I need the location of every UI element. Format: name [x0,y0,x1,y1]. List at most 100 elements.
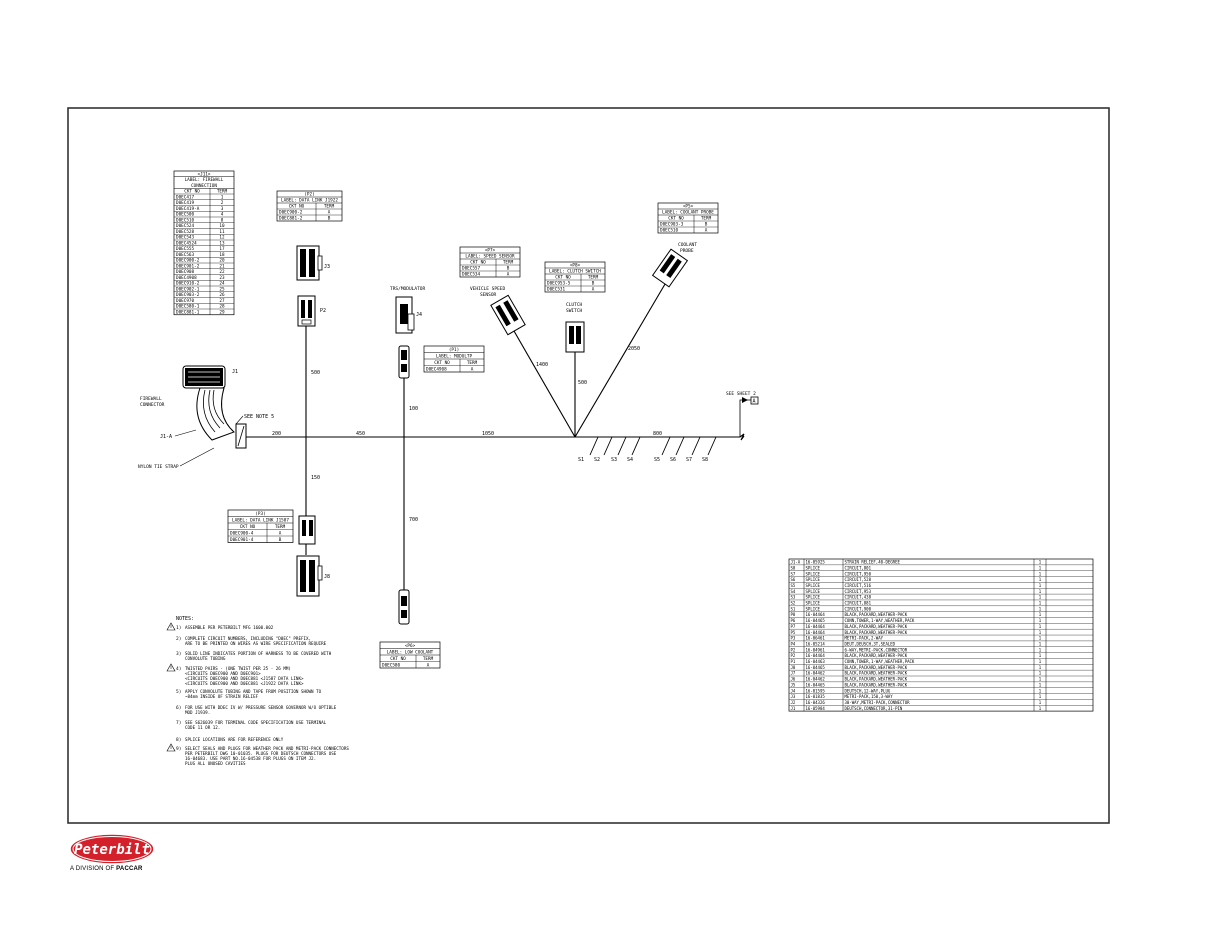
table-label: LABEL: MODULTP [436,354,473,360]
parts-qty: 1 [1039,659,1042,664]
parts-item: S4 [791,589,796,594]
parts-number: 16-04464 [806,653,826,658]
table-cell-term: B [592,281,595,287]
j1a-label: J1-A [160,434,172,440]
table-col-header: CKT NO [289,204,305,210]
table-cell-term: 20 [219,258,225,264]
note-line: ASSEMBLE PER PETERBILT MFG 1600.002 [185,625,274,630]
j1-firewall-connector [182,365,247,449]
splice-label: S5 [654,457,660,463]
speed-sensor-label-1: VEHICLE SPEED [470,286,506,292]
note-line: CODE 11 OR 12. [185,725,220,730]
note-number: 1) [176,625,181,631]
splice-label: S1 [578,457,584,463]
table-col-header: TERM [423,656,434,662]
table-cell-term: B [279,537,282,543]
dimension-labels: 200 450 1050 800 500 150 100 700 1400 50… [272,346,662,523]
parts-qty: 1 [1039,595,1042,600]
table-col-header: CKT NO [470,260,486,266]
note-number: 8) [176,737,181,743]
note-line: FOR USE WITH DDEC IV W/ PRESSURE SENSOR … [185,705,337,710]
table-title: <P8> [570,263,581,269]
parts-qty: 1 [1039,618,1042,623]
parts-item: P6 [791,618,796,623]
table-col-header: CKT NO [555,275,571,281]
see-sheet-label: SEE SHEET 2 [726,391,756,397]
table-title: <P5> [683,204,694,210]
table-cell-term: 13 [219,240,225,246]
p2-label: P2 [320,308,326,314]
note-item: 2)COMPLETE CIRCUIT NUMBERS, INCLUDING "D… [176,636,327,646]
table-cell-ckt: D0EC901-2 [176,263,200,269]
table-col-header: TERM [467,360,478,366]
table-cell-term: 21 [219,263,225,269]
parts-description: STRAIN RELIEF,40-DEGREE [845,560,901,565]
dim-500b: 500 [578,380,587,386]
j8-label: J8 [324,574,330,580]
table-cell-term: 1 [221,194,224,200]
parts-item: J2 [791,700,796,705]
table-cell-ckt: D0EC531 [547,287,566,293]
parts-item: S5 [791,583,796,588]
table-cell-ckt: D0EC419 [176,200,195,206]
p3-connector [298,515,316,545]
parts-number: 16-04463 [806,659,826,664]
nylon-tie-leader [179,447,215,467]
parts-number: 16-01595 [806,688,826,693]
table-label: LABEL: COOLANT PROBE [662,210,714,216]
parts-description: CIRCUIT,516 [845,583,872,588]
firewall-connector-label-1: FIREWALL [140,396,162,402]
note-item: 5)APPLY CONVOLUTE TUBING AND TAPE FROM P… [176,689,322,699]
parts-number: SPLICE [806,571,821,576]
parts-qty: 1 [1039,630,1042,635]
parts-qty: 1 [1039,641,1042,646]
splice-label: S6 [670,457,676,463]
splice-label: S7 [686,457,692,463]
speed-sensor-label-2: SENSOR [480,292,497,298]
parts-number: 16-04465 [806,618,826,623]
parts-qty: 1 [1039,636,1042,641]
parts-qty: 1 [1039,688,1042,693]
table-label: LABEL: DATA LINK J1587 [232,518,289,524]
parts-qty: 1 [1039,583,1042,588]
parts-number: 16-05984 [806,706,826,711]
parts-qty: 1 [1039,653,1042,658]
parts-item: P7 [791,624,796,629]
parts-qty: 1 [1039,612,1042,617]
parts-qty: 1 [1039,589,1042,594]
parts-number: 16-04465 [806,682,826,687]
table-cell-ckt: D0EC543 [176,235,195,241]
note-item: 9)SELECT SEALS AND PLUGS FOR WEATHER PAC… [166,743,349,766]
parts-number: 16-06461 [806,636,826,641]
parts-number: 16-04464 [806,612,826,617]
parts-qty: 1 [1039,577,1042,582]
logo-tagline-prefix: A DIVISION OF [70,866,115,872]
parts-description: CONN,TOWER,1-WAY,WEATHER,PACK [845,618,915,623]
note-item: 1) ASSEMBLE PER PETERBILT MFG 1600.002 [166,622,274,631]
parts-description: CIRCUIT,438 [845,595,872,600]
see-note-label: SEE NOTE 5 [244,414,274,420]
parts-description: METRI-PACK,150,3-WAY [845,694,894,699]
note-line: MOD J1939. [185,710,210,715]
table-cell-ckt: D0EC881-2 [279,216,303,222]
table-cell-ckt: D0EC902-1 [176,286,200,292]
table-title: (P2) [304,192,314,198]
parts-item: S1 [791,606,796,611]
parts-qty: 1 [1039,560,1042,565]
p8-clutch-switch [565,321,585,353]
parts-item: J8 [791,665,796,670]
j4-trs-modulator [395,296,415,334]
dim-800: 800 [653,431,662,437]
nylon-tie-label: NYLON TIE STRAP [138,464,179,470]
parts-description: CIRCUIT,528 [845,577,872,582]
p1-connector [398,345,410,379]
table-cell-ckt: D0EC580 [382,663,401,669]
note-line: SEE S626039 FOR TERMINAL CODE SPECIFICAT… [185,720,327,725]
